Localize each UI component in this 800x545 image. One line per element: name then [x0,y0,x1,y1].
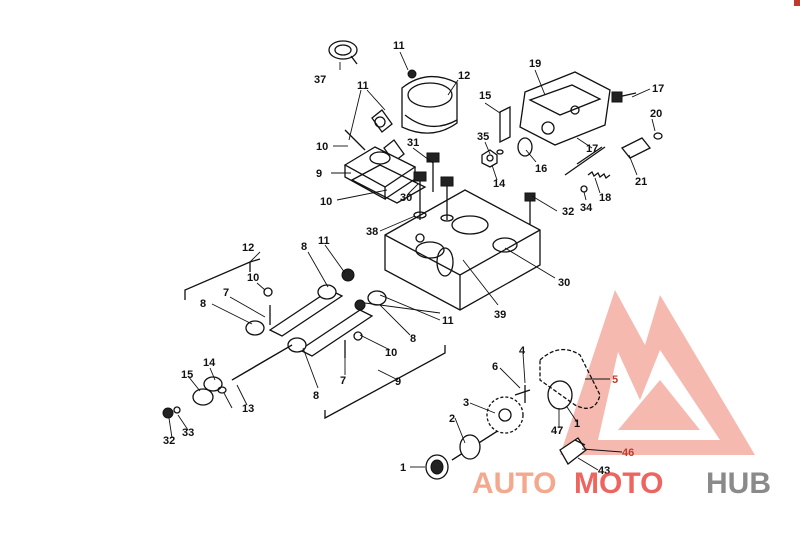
label-11-right: 11 [442,315,454,327]
label-10-bottom: 10 [385,347,397,359]
label-1-chain: 1 [574,418,580,430]
label-30-right: 30 [558,277,570,289]
label-27: 18 [599,192,611,204]
label-18: 10 [316,141,328,153]
label-30-left: 30 [400,192,412,204]
watermark-logo [560,290,755,455]
label-39-left: 38 [366,226,378,238]
label-7-top: 7 [223,287,229,299]
label-3: 3 [463,397,469,409]
gasket-17 [350,164,427,204]
watermark-text: AUTO MOTO HUB [472,467,771,500]
bolt-18 [344,129,366,151]
corner-mark [794,0,800,6]
label-17-left: 10 [320,196,332,208]
label-1-bottom: 1 [400,462,406,474]
label-6: 6 [492,361,498,373]
label-31: 31 [407,137,419,149]
label-24: 16 [535,163,547,175]
label-12: 12 [242,242,254,254]
label-23: 15 [479,90,491,102]
cover-cap-21 [401,69,458,134]
label-21: 12 [458,70,470,82]
label-39-bottom: 39 [494,309,506,321]
label-2: 2 [449,413,455,425]
callout-labels: 11 12 37 11 10 9 10 31 30 38 30 39 32 19… [163,40,664,477]
label-15: 15 [181,369,193,381]
camshaft-chain-assembly [425,348,601,480]
label-11-top: 11 [318,235,330,247]
label-14: 14 [203,357,216,369]
label-28: 21 [635,176,647,188]
watermark-moto: MOTO [574,467,663,500]
watermark-auto: AUTO [472,467,556,500]
label-8-right: 8 [410,333,416,345]
cylinder-head [384,152,541,311]
label-25: 17 [586,143,598,155]
label-37: 35 [477,131,489,143]
label-46: 47 [551,425,563,437]
label-8-bottom: 8 [313,390,319,402]
label-22: 14 [493,178,506,190]
label-38: 37 [314,74,326,86]
label-29: 20 [650,108,662,120]
label-7-bottom: 7 [340,375,346,387]
tensioner-housing [481,71,663,230]
clip-38 [328,40,358,65]
label-8-top: 8 [301,241,307,253]
label-32: 32 [562,206,574,218]
label-34: 33 [182,427,194,439]
label-26: 17 [652,83,664,95]
label-43: 46 [622,447,634,459]
rocker-block-16 [343,146,417,201]
leader-lines [168,51,656,471]
label-9: 9 [395,376,401,388]
label-10-top: 10 [247,272,259,284]
label-33: 32 [163,435,175,447]
label-20: 11 [393,40,405,52]
watermark-hub: HUB [706,467,771,500]
label-5: 5 [612,374,618,386]
label-42: 43 [598,465,610,477]
label-35: 34 [580,202,593,214]
label-17-right: 19 [529,58,541,70]
label-19: 11 [357,80,369,92]
valve-cover-assembly [328,40,458,204]
label-4: 4 [519,345,526,357]
rocker-arm-assembly [162,258,446,420]
label-16: 9 [316,168,322,180]
label-8-left: 8 [200,298,206,310]
label-13: 13 [242,403,254,415]
